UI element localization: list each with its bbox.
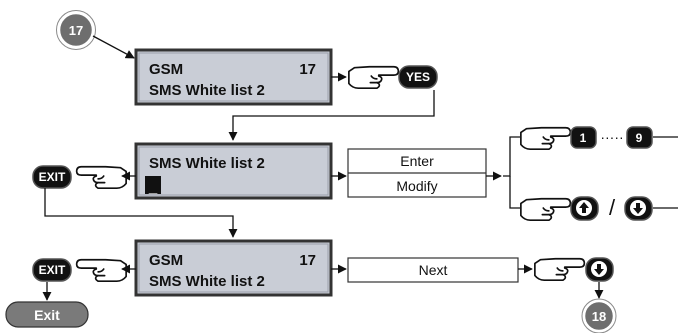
- exit-button-label: Exit: [34, 307, 60, 323]
- lcd-screen-2: SMS White list 2 _: [134, 142, 333, 200]
- connector: [228, 90, 435, 141]
- screen2-cursor: _: [148, 179, 158, 196]
- step-17-badge: 17: [56, 10, 96, 50]
- slash-separator: /: [609, 195, 616, 220]
- pointing-hand-icon: [534, 257, 586, 282]
- step-17-label: 17: [69, 23, 83, 38]
- arrow-down-key[interactable]: [624, 196, 653, 221]
- digit-1-label: 1: [580, 131, 587, 145]
- exit-key[interactable]: EXIT: [32, 165, 72, 189]
- exit-key-label: EXIT: [39, 170, 66, 184]
- screen3-line1: GSM: [149, 252, 183, 269]
- connector: [44, 188, 238, 238]
- connector: [503, 136, 520, 177]
- screen3-line1-value: 17: [299, 252, 316, 269]
- connector: [92, 35, 135, 59]
- next-label: Next: [419, 262, 448, 278]
- next-box: Next: [347, 257, 519, 283]
- pointing-hand-icon: [75, 165, 127, 190]
- lcd-screen-1: GSM 17 SMS White list 2: [134, 48, 333, 106]
- screen1-line1-value: 17: [299, 61, 316, 78]
- screen3-line2: SMS White list 2: [149, 273, 265, 290]
- pointing-hand-icon: [75, 258, 127, 283]
- arrow-down-key[interactable]: [585, 257, 614, 282]
- arrow-up-key[interactable]: [570, 196, 599, 221]
- screen2-line1: SMS White list 2: [149, 155, 265, 172]
- digit-9-key[interactable]: 9: [626, 126, 653, 149]
- exit-key[interactable]: EXIT: [32, 258, 72, 282]
- screen1-line2: SMS White list 2: [149, 82, 265, 99]
- exit-button[interactable]: Exit: [5, 301, 89, 328]
- pointing-hand-icon: [520, 197, 572, 222]
- pointing-hand-icon: [520, 126, 572, 151]
- step-18-badge: 18: [581, 298, 617, 333]
- lcd-screen-3: GSM 17 SMS White list 2: [134, 239, 333, 297]
- modify-label: Modify: [396, 178, 437, 194]
- step-18-label: 18: [592, 309, 606, 324]
- cursor-block: [145, 176, 161, 194]
- enter-label: Enter: [400, 153, 434, 169]
- screen1-line1: GSM: [149, 61, 183, 78]
- enter-modify-box: Enter Modify: [347, 148, 487, 198]
- range-separator: ·····: [600, 129, 623, 145]
- connector: [509, 176, 520, 209]
- digit-9-label: 9: [636, 131, 643, 145]
- digit-1-key[interactable]: 1: [570, 126, 597, 149]
- yes-key-label: YES: [406, 70, 430, 84]
- yes-key[interactable]: YES: [398, 65, 438, 89]
- exit-key-label: EXIT: [39, 263, 66, 277]
- pointing-hand-icon: [348, 65, 400, 90]
